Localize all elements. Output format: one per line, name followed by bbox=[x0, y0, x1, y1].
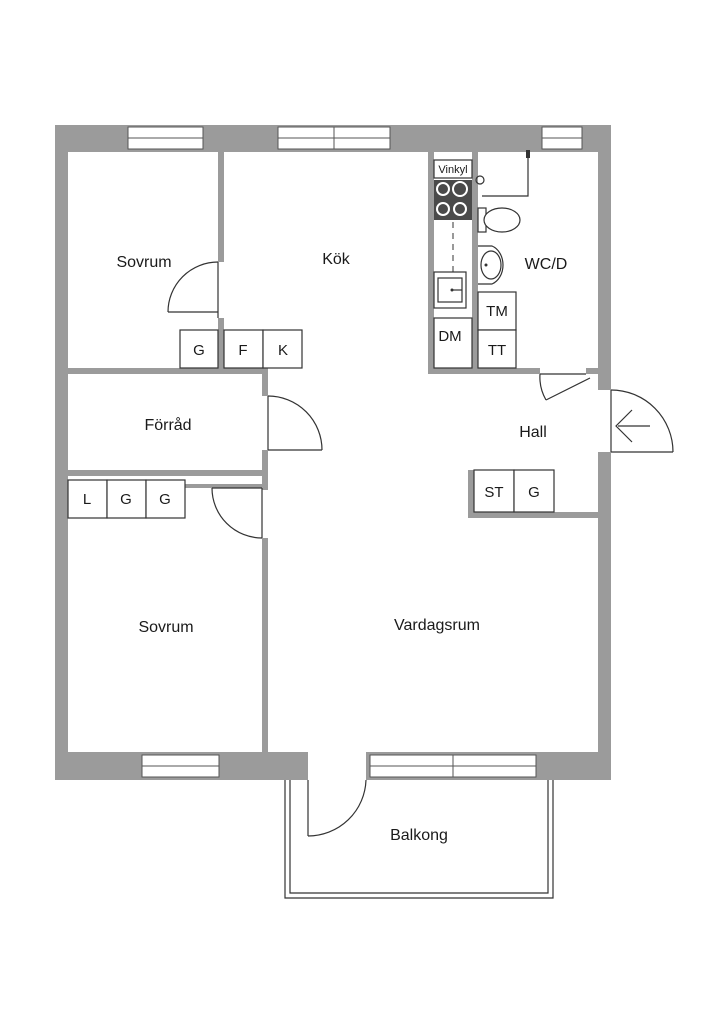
room-label-vardagsrum: Vardagsrum bbox=[394, 617, 480, 634]
doors bbox=[167, 261, 674, 837]
closet-label-g4: G bbox=[159, 491, 171, 508]
appliance-label-dm: DM bbox=[438, 328, 461, 345]
closet-label-k: K bbox=[278, 342, 288, 359]
entrance-arrow-icon bbox=[615, 409, 650, 443]
closet-label-f: F bbox=[238, 342, 247, 359]
closet-label-g1: G bbox=[193, 342, 205, 359]
closets-hall bbox=[473, 469, 555, 513]
wc-fixtures bbox=[475, 150, 530, 369]
appliance-label-tm: TM bbox=[486, 303, 508, 320]
room-label-kok: Kök bbox=[322, 251, 351, 268]
closet-label-g2: G bbox=[528, 484, 540, 501]
closets-top bbox=[179, 329, 303, 369]
appliance-label-tt: TT bbox=[488, 342, 506, 359]
room-label-forrad: Förråd bbox=[144, 416, 191, 434]
closets-left bbox=[67, 479, 186, 519]
balcony-outline bbox=[284, 780, 554, 899]
outer-walls bbox=[55, 125, 611, 780]
closet-label-g3: G bbox=[120, 491, 132, 508]
room-label-sovrum-top: Sovrum bbox=[116, 254, 171, 271]
kitchen-counter bbox=[433, 159, 473, 369]
room-label-wc: WC/D bbox=[525, 256, 568, 273]
room-label-sovrum-bottom: Sovrum bbox=[138, 619, 193, 636]
room-label-hall: Hall bbox=[519, 424, 547, 441]
closet-label-st: ST bbox=[484, 484, 503, 501]
room-label-balkong: Balkong bbox=[390, 827, 448, 844]
closet-label-l: L bbox=[83, 491, 91, 508]
interior-walls bbox=[68, 152, 598, 752]
windows bbox=[127, 126, 583, 780]
appliance-label-vinkyl: Vinkyl bbox=[438, 164, 467, 176]
